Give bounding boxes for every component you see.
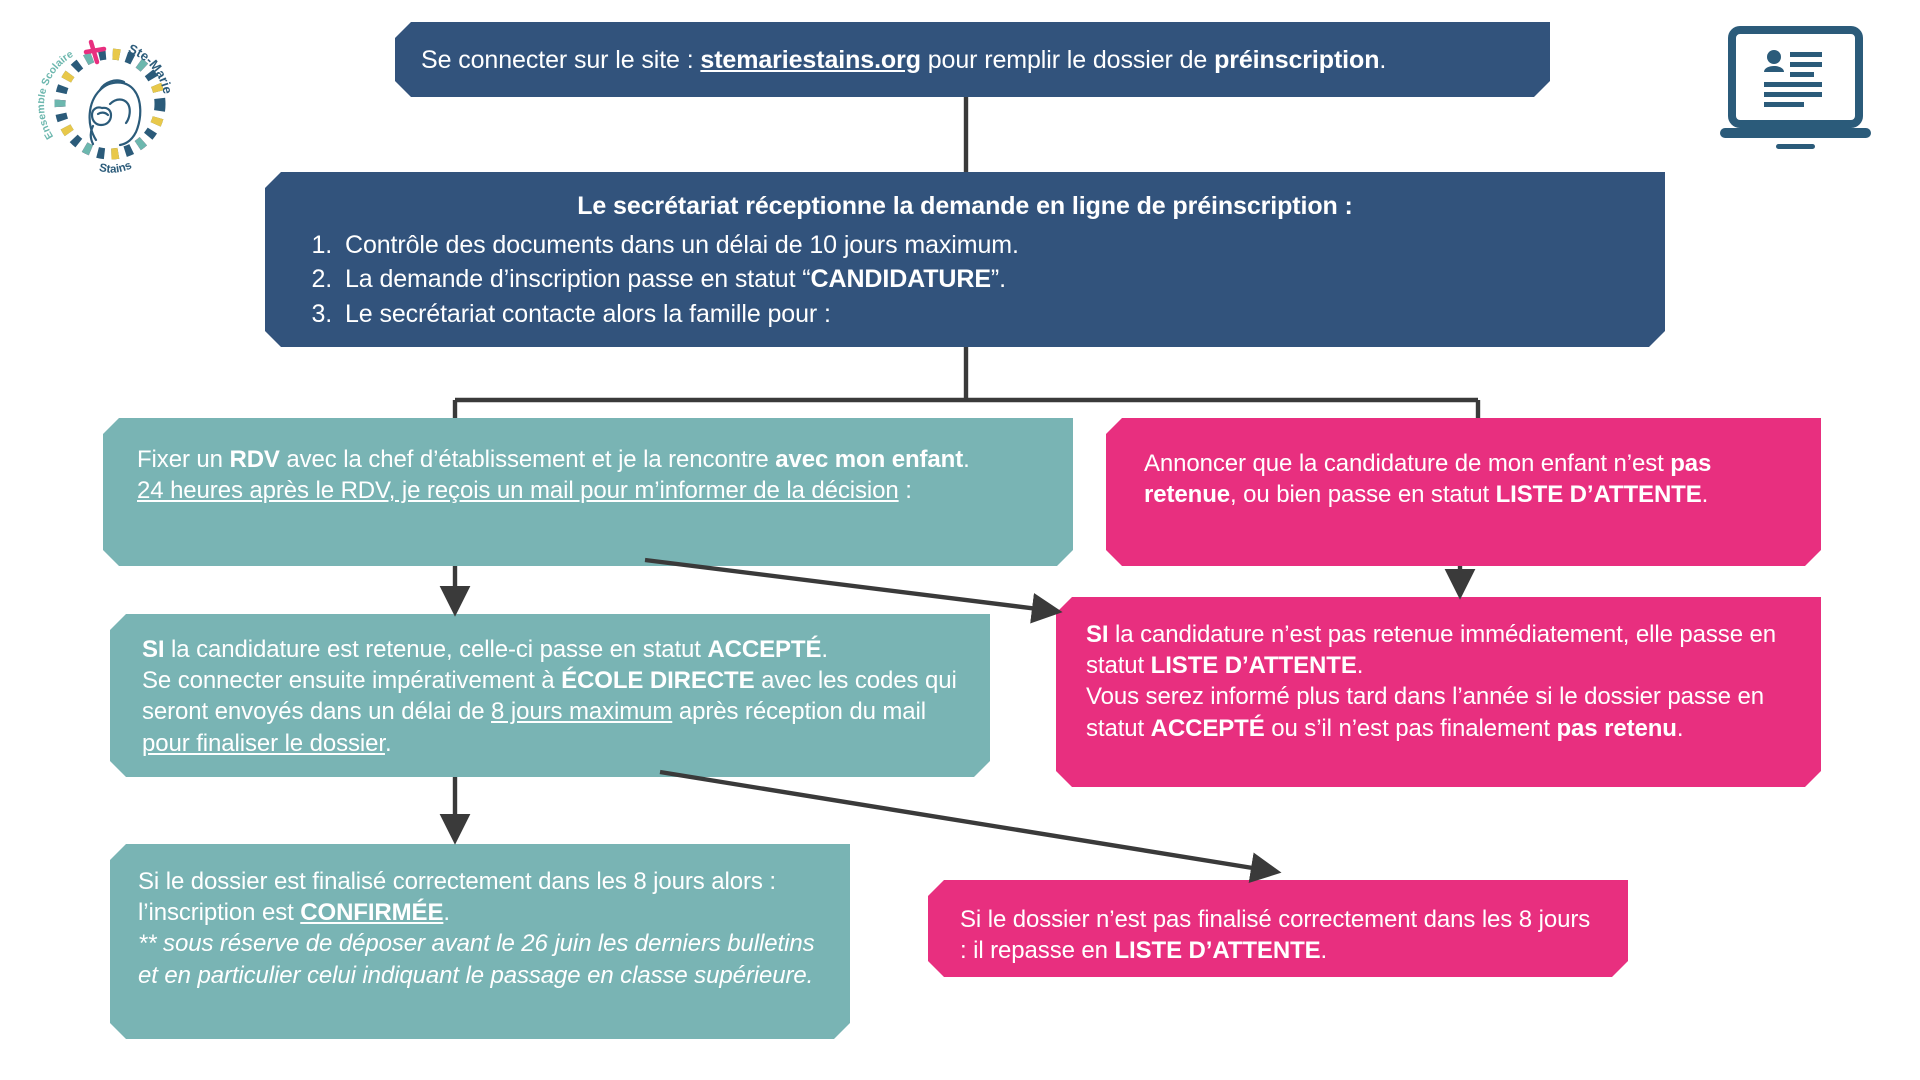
node-inscription-confirmee: Si le dossier est finalisé correctement …	[110, 844, 850, 1039]
list-item: La demande d’inscription passe en statut…	[339, 263, 1635, 296]
node-candidature-refusee-text: Annoncer que la candidature de mon enfan…	[1144, 450, 1712, 509]
node-liste-attente: SI la candidature n’est pas retenue immé…	[1056, 597, 1821, 787]
node-rdv-text: Fixer un RDV avec la chef d’établissemen…	[137, 446, 970, 505]
node-inscription-confirmee-text: Si le dossier est finalisé correctement …	[138, 868, 815, 989]
wire-accepte-repasse	[659, 769, 1282, 883]
node-repasse-liste-attente-text: Si le dossier n’est pas finalisé correct…	[960, 906, 1591, 965]
ste-marie-stains-logo: Ste-Marie Ensemble Scolaire Stains	[35, 28, 183, 176]
node-secretariat-title: Le secrétariat réceptionne la demande en…	[577, 192, 1353, 220]
wire-rdv-attente	[644, 557, 1063, 624]
node-secretariat-list: Contrôle des documents dans un délai de …	[339, 229, 1635, 331]
node-connect-site: Se connecter sur le site : stemariestain…	[395, 22, 1550, 97]
node-repasse-liste-attente: Si le dossier n’est pas finalisé correct…	[928, 880, 1628, 977]
list-item: Le secrétariat contacte alors la famille…	[339, 298, 1635, 331]
logo-bottom-text: Stains	[98, 160, 134, 176]
node-candidature-refusee: Annoncer que la candidature de mon enfan…	[1106, 418, 1821, 566]
node-statut-accepte-text: SI la candidature est retenue, celle-ci …	[142, 636, 957, 757]
node-liste-attente-text: SI la candidature n’est pas retenue immé…	[1086, 621, 1777, 742]
node-rdv: Fixer un RDV avec la chef d’établissemen…	[103, 418, 1073, 566]
laptop-registration-icon	[1718, 24, 1873, 154]
list-item: Contrôle des documents dans un délai de …	[339, 229, 1635, 262]
svg-text:Stains: Stains	[98, 160, 134, 173]
node-connect-site-text: Se connecter sur le site : stemariestain…	[421, 46, 1387, 74]
node-secretariat: Le secrétariat réceptionne la demande en…	[265, 172, 1665, 347]
node-statut-accepte: SI la candidature est retenue, celle-ci …	[110, 614, 990, 777]
